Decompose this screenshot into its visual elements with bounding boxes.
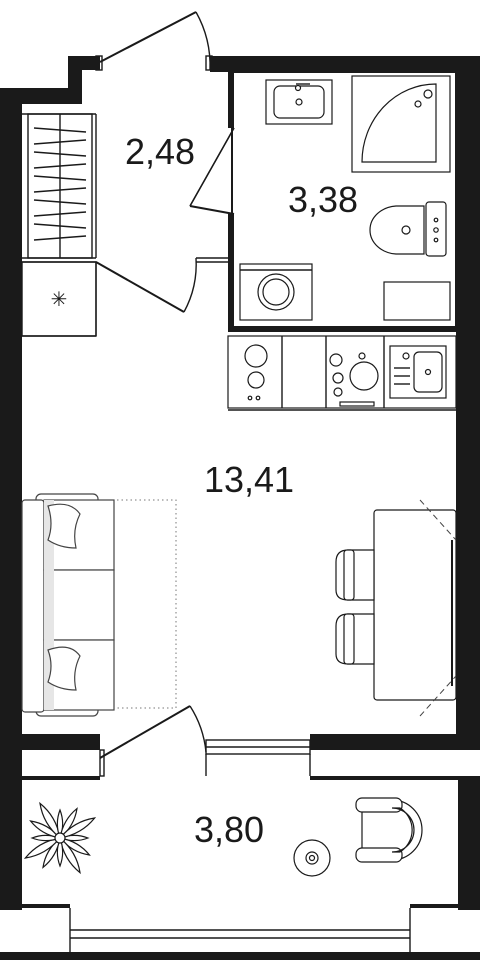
closet-door[interactable]	[95, 257, 197, 313]
dining-table	[373, 499, 457, 717]
armchair-icon	[355, 797, 423, 863]
washing-machine	[239, 263, 313, 321]
bath-shelf	[383, 281, 451, 321]
kitchen-sink	[389, 345, 447, 399]
sofa	[21, 493, 177, 717]
bathroom-area-label: 3,38	[288, 179, 358, 220]
wardrobe	[27, 113, 93, 259]
washbasin	[265, 79, 333, 125]
entrance-door[interactable]	[95, 11, 213, 71]
cooktop	[329, 352, 379, 407]
balcony-window	[205, 739, 311, 776]
walls	[0, 56, 480, 960]
dining-chair	[335, 613, 375, 665]
plant-icon	[23, 801, 97, 875]
hallway-area-label: 2,48	[125, 131, 195, 172]
balcony-door[interactable]	[99, 705, 207, 777]
ventilation-icon: ✳	[51, 287, 68, 311]
dining-chair	[335, 549, 375, 601]
oven	[244, 344, 268, 401]
balcony-area-label: 3,80	[194, 809, 264, 850]
living-room-area-label: 13,41	[204, 459, 294, 500]
bathroom-door[interactable]	[189, 127, 235, 215]
round-stool-icon	[293, 839, 331, 877]
toilet	[369, 201, 447, 257]
shower-cabin	[351, 75, 451, 173]
ventilation-shaft: ✳	[21, 261, 97, 337]
